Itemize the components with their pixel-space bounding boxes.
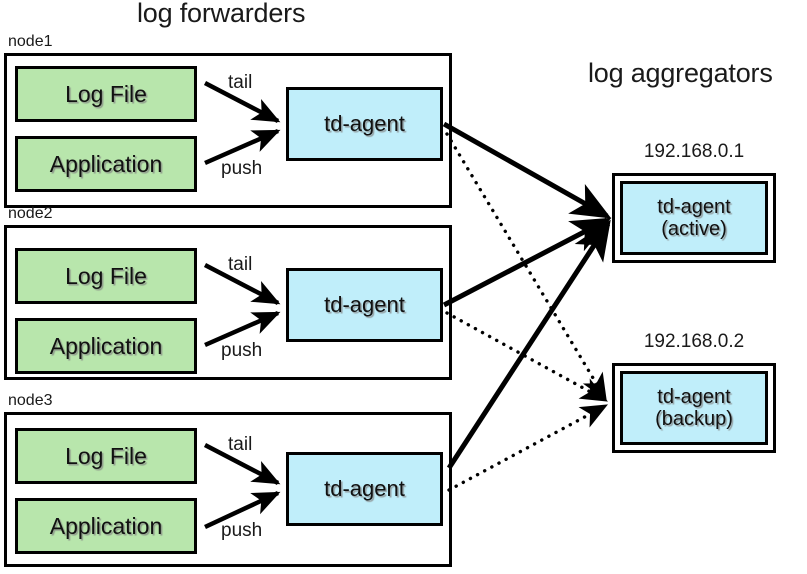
aggregator-role-active: (active) [661, 218, 727, 240]
link-node2-to-backup [445, 311, 608, 402]
td-agent-box-node2: td-agent [286, 268, 443, 342]
tail-edge-label-node2: tail [228, 254, 253, 275]
td-agent-box-node1: td-agent [286, 87, 443, 161]
log-forwarders-title: log forwarders [137, 0, 306, 28]
push-edge-label-node3: push [221, 520, 263, 541]
application-box-node2: Application [15, 318, 197, 374]
aggregator-td-agent-active: td-agent (active) [620, 181, 768, 255]
log-file-box-node3: Log File [15, 428, 197, 484]
application-box-node3: Application [15, 498, 197, 554]
tail-edge-label-node1: tail [228, 72, 253, 93]
node-label-node2: node2 [8, 205, 53, 222]
link-node3-to-backup [447, 404, 608, 492]
push-edge-label-node2: push [221, 340, 263, 361]
log-file-box-node2: Log File [15, 248, 197, 304]
link-node2-to-active [442, 217, 612, 308]
node-label-node3: node3 [8, 392, 53, 409]
aggregator-role-backup: (backup) [655, 408, 733, 430]
node-label-node1: node1 [8, 33, 53, 50]
link-node1-to-backup [445, 132, 607, 401]
tail-edge-label-node3: tail [228, 434, 253, 455]
log-file-box-node1: Log File [15, 66, 197, 122]
link-node3-to-active [446, 219, 611, 470]
aggregator-ip-active: 192.168.0.1 [643, 141, 745, 162]
application-box-node1: Application [15, 136, 197, 192]
push-edge-label-node1: push [221, 158, 263, 179]
aggregator-agent-name-active: td-agent [657, 195, 731, 218]
aggregator-ip-backup: 192.168.0.2 [643, 331, 745, 352]
aggregator-agent-name-backup: td-agent [657, 385, 731, 408]
aggregator-td-agent-backup: td-agent (backup) [620, 371, 768, 445]
link-node1-to-active [442, 121, 612, 219]
td-agent-box-node3: td-agent [286, 452, 443, 526]
log-aggregators-title: log aggregators [588, 58, 773, 88]
